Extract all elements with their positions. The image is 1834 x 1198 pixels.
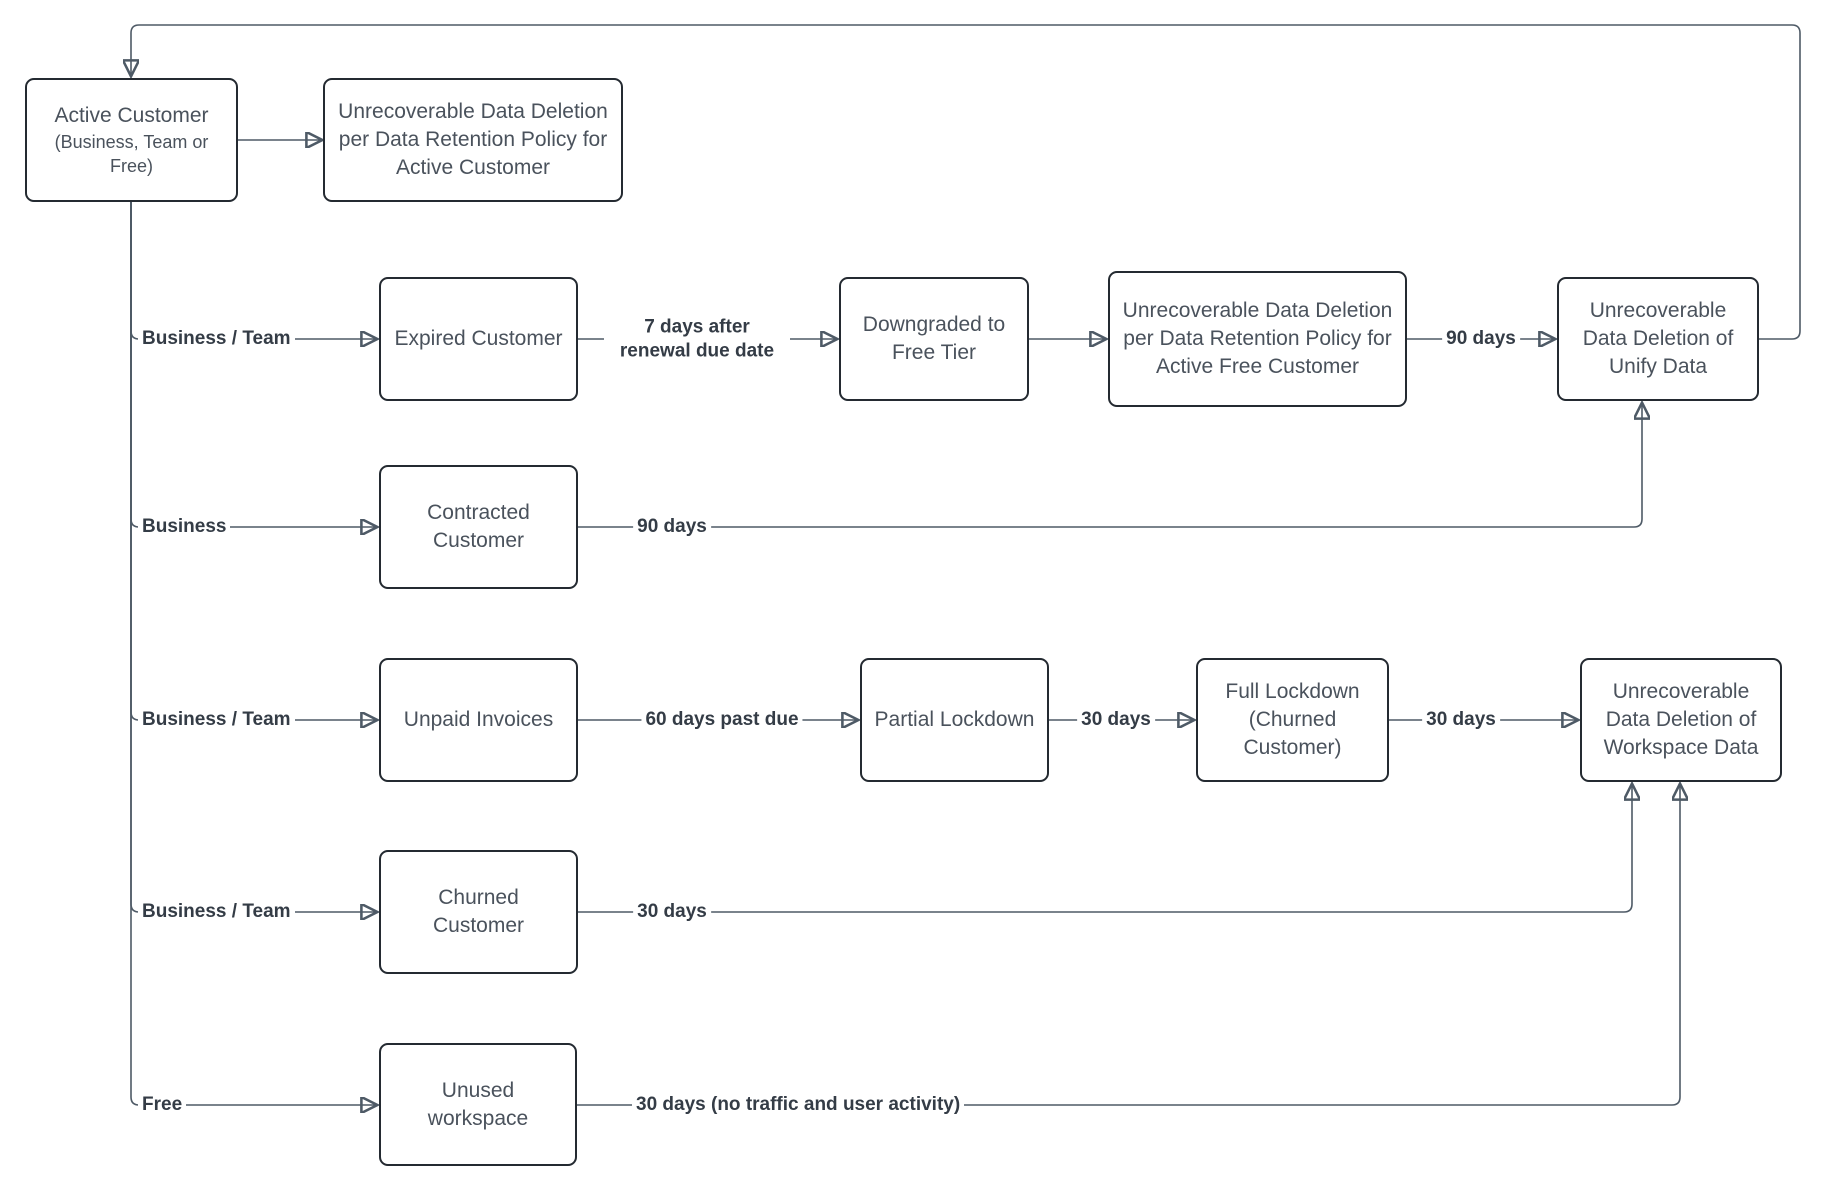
edge-branch-expired xyxy=(130,202,375,339)
edge-label-branch-expired: Business / Team xyxy=(138,326,295,352)
edge-label-30-days-churned: 30 days xyxy=(633,899,711,925)
edge-label-branch-contracted: Business xyxy=(138,514,231,540)
edge-unify-feedback-loop xyxy=(131,24,1801,340)
node-contracted-customer: Contracted Customer xyxy=(379,465,578,589)
node-churned-customer: Churned Customer xyxy=(379,850,578,974)
node-deletion-active-customer: Unrecoverable Data Deletion per Data Ret… xyxy=(323,78,623,202)
node-label: Contracted Customer xyxy=(427,501,530,552)
edge-label-30-days-partial-to-full: 30 days xyxy=(1077,707,1155,733)
edge-label-30-days-full-to-workspace: 30 days xyxy=(1422,707,1500,733)
node-unused-workspace: Unused workspace xyxy=(379,1043,577,1166)
node-sublabel: (Business, Team or Free) xyxy=(54,131,209,176)
node-label: Unrecoverable Data Deletion per Data Ret… xyxy=(338,100,608,179)
node-unpaid-invoices: Unpaid Invoices xyxy=(379,658,578,782)
edge-label-branch-unused: Free xyxy=(138,1092,187,1118)
node-deletion-unify-data: Unrecoverable Data Deletion of Unify Dat… xyxy=(1557,277,1759,401)
node-label: Expired Customer xyxy=(394,327,563,351)
node-label: Active Customer xyxy=(54,103,209,127)
node-label: Partial Lockdown xyxy=(874,708,1035,732)
node-label: Full Lockdown (Churned Customer) xyxy=(1225,680,1360,759)
node-label: Unused workspace xyxy=(427,1078,529,1130)
edge-label-branch-churned: Business / Team xyxy=(138,899,295,925)
node-deletion-active-free-customer: Unrecoverable Data Deletion per Data Ret… xyxy=(1108,271,1407,407)
edge-label-90-days-contracted: 90 days xyxy=(633,514,711,540)
node-partial-lockdown: Partial Lockdown xyxy=(860,658,1049,782)
edge-branch-unpaid xyxy=(130,202,375,720)
node-full-lockdown: Full Lockdown (Churned Customer) xyxy=(1196,658,1389,782)
node-label: Unrecoverable Data Deletion of Unify Dat… xyxy=(1582,299,1734,378)
edge-label-branch-unpaid: Business / Team xyxy=(138,707,295,733)
edge-contracted-to-unify xyxy=(578,405,1642,528)
edge-unused-to-workspace xyxy=(577,786,1680,1106)
edge-label-60-days-past-due: 60 days past due xyxy=(641,707,803,733)
node-active-customer: Active Customer (Business, Team or Free) xyxy=(25,78,238,202)
node-downgraded-free-tier: Downgraded to Free Tier xyxy=(839,277,1029,401)
edge-branch-contracted xyxy=(130,202,375,527)
node-label: Downgraded to Free Tier xyxy=(862,313,1006,364)
edge-churned-to-workspace xyxy=(578,786,1632,913)
node-expired-customer: Expired Customer xyxy=(379,277,578,401)
edge-label-30-days-no-traffic: 30 days (no traffic and user activity) xyxy=(632,1092,965,1118)
edge-label-90-days-free-to-unify: 90 days xyxy=(1442,326,1520,352)
edge-branch-churned xyxy=(130,202,375,912)
node-label: Churned Customer xyxy=(432,886,525,937)
node-label: Unpaid Invoices xyxy=(403,708,554,732)
edge-label-7-days-after-renewal: 7 days after renewal due date xyxy=(604,314,790,364)
node-label: Unrecoverable Data Deletion of Workspace… xyxy=(1603,680,1759,759)
node-label: Unrecoverable Data Deletion per Data Ret… xyxy=(1122,299,1393,378)
node-deletion-workspace-data: Unrecoverable Data Deletion of Workspace… xyxy=(1580,658,1782,782)
